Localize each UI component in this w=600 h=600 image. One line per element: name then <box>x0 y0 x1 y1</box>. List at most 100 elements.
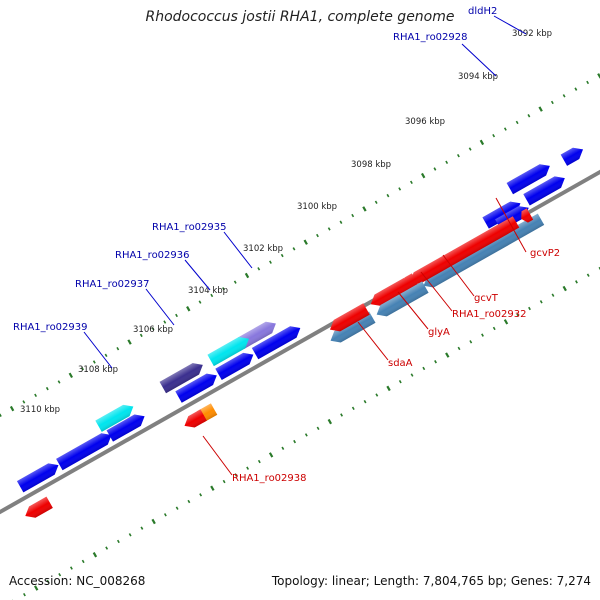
gene-label-glyA[interactable]: glyA <box>428 327 450 338</box>
lower-scale-tick <box>105 546 109 550</box>
scale-label-3102: 3102 kbp <box>243 244 283 254</box>
upper-scale-tick <box>269 260 272 264</box>
leader-line-RHA1_ro02939 <box>83 331 113 369</box>
gene-arrow-unlabeled-forward[interactable] <box>560 144 587 166</box>
gene-label-RHA1_ro02935[interactable]: RHA1_ro02935 <box>152 222 227 233</box>
upper-scale-tick <box>362 206 367 212</box>
gene-arrow-RHA1_ro02928[interactable] <box>482 198 523 229</box>
upper-scale-tick <box>597 73 600 79</box>
upper-scale-tick <box>222 287 225 291</box>
upper-scale-tick <box>0 413 2 417</box>
scale-label-3100: 3100 kbp <box>297 202 337 212</box>
upper-scale-tick <box>327 227 331 231</box>
lower-scale-tick <box>375 393 379 397</box>
gene-arrow-gcvP2[interactable] <box>420 213 545 292</box>
scale-label-3098: 3098 kbp <box>351 160 391 170</box>
gene-arrow-unlabeled-forward[interactable] <box>106 411 148 442</box>
gene-label-dldH2[interactable]: dldH2 <box>468 6 497 17</box>
scale-label-3092: 3092 kbp <box>512 29 552 39</box>
lower-scale-tick <box>434 360 437 364</box>
gene-label-sdaA[interactable]: sdaA <box>388 358 413 369</box>
gene-arrow-unlabeled-forward[interactable] <box>215 349 256 381</box>
upper-scale-tick <box>292 247 296 251</box>
gene-label-gcvT[interactable]: gcvT <box>474 293 499 304</box>
gene-arrow-unlabeled-forward[interactable] <box>175 370 220 403</box>
lower-scale-tick <box>128 533 132 537</box>
gene-label-RHA1_ro02938[interactable]: RHA1_ro02938 <box>232 473 307 484</box>
upper-scale-tick <box>492 134 496 138</box>
gene-arrow-RHA1_ro02939[interactable] <box>95 401 136 432</box>
topology-text: Topology: linear; Length: 7,804,765 bp; … <box>271 574 591 588</box>
scale-label-3094: 3094 kbp <box>458 72 498 82</box>
leader-line-dldH2 <box>493 15 527 35</box>
gene-arrow-unlabeled-forward[interactable] <box>16 459 62 493</box>
gene-arrow-unlabeled-forward[interactable] <box>251 322 304 360</box>
upper-scale-tick <box>527 114 531 118</box>
gene-arrow-unlabeled-forward[interactable] <box>56 429 115 471</box>
lower-scale-tick <box>528 306 531 311</box>
gene-label-RHA1_ro02937[interactable]: RHA1_ro02937 <box>75 279 150 290</box>
lower-scale-tick <box>422 366 426 371</box>
lower-scale-tick <box>481 333 484 337</box>
gene-arrow-unlabeled-reverse[interactable] <box>433 216 520 273</box>
leader-line-gcvT <box>442 254 475 297</box>
upper-scale-tick <box>409 180 413 185</box>
lower-scale-tick <box>445 352 450 358</box>
lower-scale-tick <box>503 319 509 325</box>
gene-arrow-dldH2[interactable] <box>506 160 553 195</box>
lower-scale-tick <box>363 399 367 404</box>
upper-scale-tick <box>398 187 402 191</box>
gene-label-RHA1_ro02939[interactable]: RHA1_ro02939 <box>13 322 88 333</box>
upper-scale-tick <box>374 200 378 204</box>
leader-line-glyA <box>397 291 429 330</box>
leader-line-RHA1_ro02936 <box>184 259 211 291</box>
gene-arrow-unlabeled-reverse[interactable] <box>518 208 534 224</box>
upper-scale-tick <box>210 293 214 298</box>
lower-scale-tick <box>469 340 473 344</box>
upper-scale-tick <box>175 313 178 318</box>
upper-scale-tick <box>351 213 355 218</box>
upper-scale-tick <box>68 372 74 379</box>
gene-label-RHA1_ro02932[interactable]: RHA1_ro02932 <box>452 309 527 320</box>
upper-scale-tick <box>127 339 132 345</box>
gene-arrow-sdaA[interactable] <box>327 311 376 346</box>
gene-arrow-RHA1_ro02928[interactable] <box>523 172 568 206</box>
lower-scale-tick <box>386 385 391 392</box>
lower-scale-tick <box>58 573 62 577</box>
lower-scale-tick <box>268 452 274 458</box>
upper-scale-tick <box>57 380 61 384</box>
lower-scale-tick <box>34 585 39 591</box>
lower-scale-tick <box>304 433 308 437</box>
lower-scale-tick <box>210 485 215 491</box>
upper-scale-tick <box>198 300 202 304</box>
gene-arrow-unlabeled-reverse[interactable] <box>181 409 207 431</box>
lower-scale-tick <box>351 406 355 411</box>
upper-scale-tick <box>562 94 566 98</box>
gene-label-RHA1_ro02928[interactable]: RHA1_ro02928 <box>393 32 468 43</box>
gene-arrow-unlabeled-reverse[interactable] <box>327 303 370 335</box>
gene-arrow-RHA1_ro02937[interactable] <box>159 359 206 394</box>
gene-labels: dldH2RHA1_ro02928RHA1_ro02935RHA1_ro0293… <box>13 6 560 484</box>
upper-scale-tick <box>9 405 15 412</box>
gene-label-RHA1_ro02936[interactable]: RHA1_ro02936 <box>115 250 190 261</box>
gene-arrow-RHA1_ro02936[interactable] <box>207 333 252 367</box>
leader-line-RHA1_ro02932 <box>420 271 453 312</box>
gene-arrow-gcvT[interactable] <box>407 257 447 288</box>
upper-scale-tick <box>81 366 85 371</box>
lower-scale-tick <box>586 273 590 277</box>
gene-arrow-unlabeled-reverse[interactable] <box>22 496 53 522</box>
lower-scale-tick <box>69 566 73 570</box>
gene-label-gcvP2[interactable]: gcvP2 <box>530 248 560 259</box>
upper-scale-tick <box>479 139 485 146</box>
upper-scale-tick <box>538 106 543 112</box>
lower-scale-tick <box>81 559 85 564</box>
gene-arrow-glyA[interactable] <box>373 281 429 320</box>
upper-scale-tick <box>92 360 96 364</box>
upper-scale-tick <box>186 306 191 312</box>
upper-scale-tick <box>386 193 390 198</box>
upper-scale-tick <box>233 280 237 284</box>
lower-scale-tick <box>222 479 226 484</box>
lower-scale-tick <box>23 592 26 597</box>
gene-arrow-RHA1_ro02932[interactable] <box>368 277 411 310</box>
